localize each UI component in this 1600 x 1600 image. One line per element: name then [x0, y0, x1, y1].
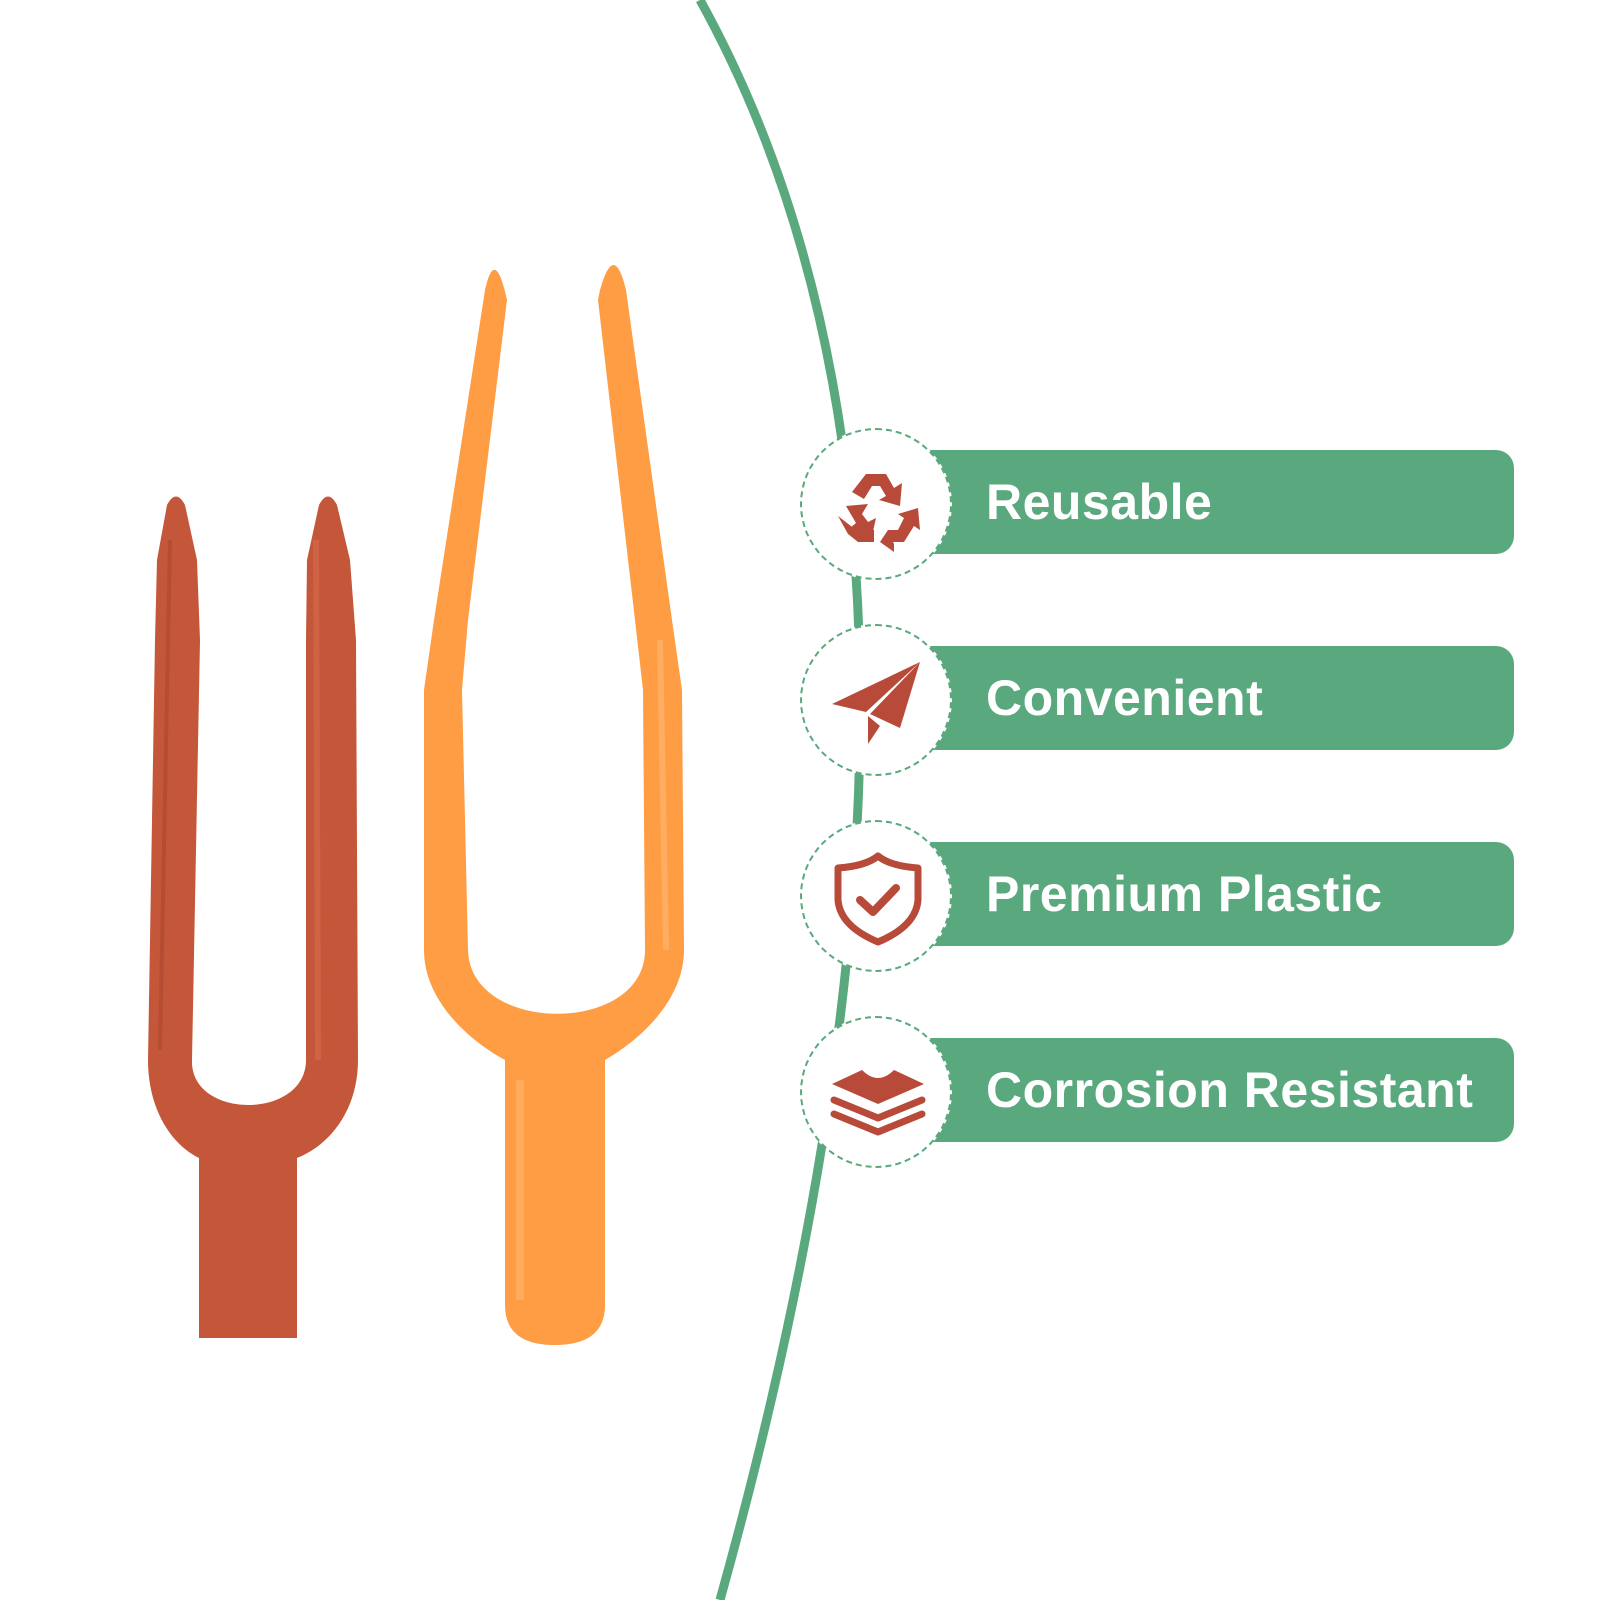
feature-bar	[890, 646, 1514, 750]
feature-badge	[800, 428, 952, 580]
feature-bar	[890, 450, 1514, 554]
feature-badge	[800, 1016, 952, 1168]
feature-label: Convenient	[986, 670, 1264, 726]
rust-fork-image	[148, 496, 358, 1338]
feature-label: Reusable	[986, 474, 1213, 530]
feature-badge	[800, 820, 952, 972]
feature-reusable: Reusable	[800, 428, 1514, 588]
feature-badge	[800, 624, 952, 776]
recycle-icon	[838, 474, 920, 552]
orange-fork-image	[424, 265, 684, 1345]
feature-label: Corrosion Resistant	[986, 1062, 1474, 1118]
feature-bar	[890, 1038, 1514, 1142]
shield-check-icon	[834, 852, 922, 946]
feature-premium-plastic: Premium Plastic	[800, 820, 1514, 980]
feature-label: Premium Plastic	[986, 866, 1383, 922]
paper-plane-icon	[832, 662, 920, 744]
layers-icon	[830, 1070, 926, 1136]
feature-convenient: Convenient	[800, 624, 1514, 784]
feature-bar	[890, 842, 1514, 946]
feature-corrosion-resistant: Corrosion Resistant	[800, 1016, 1514, 1176]
